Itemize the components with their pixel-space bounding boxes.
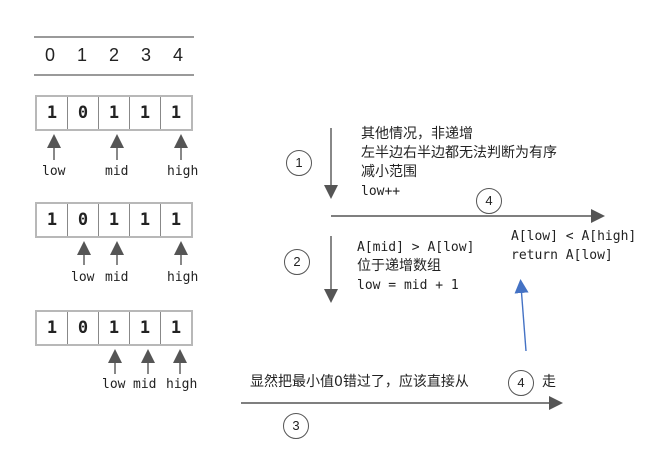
- case4-text: A[low] < A[high] return A[low]: [511, 227, 636, 265]
- index-2: 2: [108, 45, 119, 65]
- array-cell: 1: [37, 312, 68, 344]
- pointer-label-high-1: high: [167, 164, 199, 179]
- array-cell: 1: [37, 204, 68, 236]
- index-0: 0: [44, 45, 55, 65]
- case4-line: return A[low]: [511, 248, 613, 263]
- array-cell: 1: [99, 204, 130, 236]
- pointer-label-low-3: low: [102, 377, 126, 392]
- pointer-label-high-2: high: [167, 270, 199, 285]
- case1-line: 左半边右半边都无法判断为有序: [361, 145, 557, 161]
- array-cell: 1: [130, 204, 161, 236]
- case2-line: 位于递增数组: [357, 258, 441, 274]
- pointer-label-low-2: low: [71, 270, 95, 285]
- array-cell: 0: [68, 97, 99, 129]
- array-cell: 0: [68, 312, 99, 344]
- array-cell: 1: [170, 318, 182, 338]
- case2-badge: 2: [284, 249, 310, 275]
- array-cell: 1: [170, 210, 182, 230]
- pointer-label-mid-2: mid: [105, 270, 129, 285]
- case3-text: 显然把最小值0错过了，应该直接从: [250, 374, 469, 390]
- case1-line: 其他情况，非递增: [361, 126, 473, 142]
- array-cell: 1: [37, 97, 68, 129]
- case4-line: A[low] < A[high]: [511, 229, 637, 244]
- case3-badge: 3: [283, 413, 309, 439]
- case1-line: 减小范围: [361, 164, 417, 180]
- pointer-label-low-1: low: [42, 164, 66, 179]
- case1-badge: 1: [286, 150, 312, 176]
- case1-line: low++: [361, 184, 401, 199]
- pointer-label-mid-1: mid: [105, 164, 129, 179]
- array-step-3: 1 0 1 1 1: [35, 310, 193, 346]
- blue-up-arrow: [514, 279, 529, 352]
- index-3: 3: [140, 45, 151, 65]
- array-step-2: 1 0 1 1 1: [35, 202, 193, 238]
- case2-line: low = mid + 1: [357, 278, 459, 293]
- array-cell: 1: [130, 97, 161, 129]
- pointer-label-mid-3: mid: [133, 377, 157, 392]
- array-cell: 0: [68, 204, 99, 236]
- case3-text-after: 走: [542, 374, 556, 390]
- case2-text: A[mid] > A[low] 位于递增数组 low = mid + 1: [357, 238, 474, 295]
- array-cell: 1: [99, 312, 130, 344]
- pointer-label-high-3: high: [166, 377, 198, 392]
- case1-text: 其他情况，非递增 左半边右半边都无法判断为有序 减小范围 low++: [361, 125, 557, 201]
- array-cell: 1: [170, 103, 182, 123]
- array-step-1: 1 0 1 1 1: [35, 95, 193, 131]
- index-row: 0 1 2 3 4: [34, 36, 194, 76]
- case3-inline-badge: 4: [508, 370, 534, 396]
- array-cell: 1: [130, 312, 161, 344]
- index-1: 1: [76, 45, 87, 65]
- case4-badge: 4: [476, 188, 502, 214]
- case2-line: A[mid] > A[low]: [357, 240, 475, 255]
- index-4: 4: [172, 45, 183, 65]
- array-cell: 1: [99, 97, 130, 129]
